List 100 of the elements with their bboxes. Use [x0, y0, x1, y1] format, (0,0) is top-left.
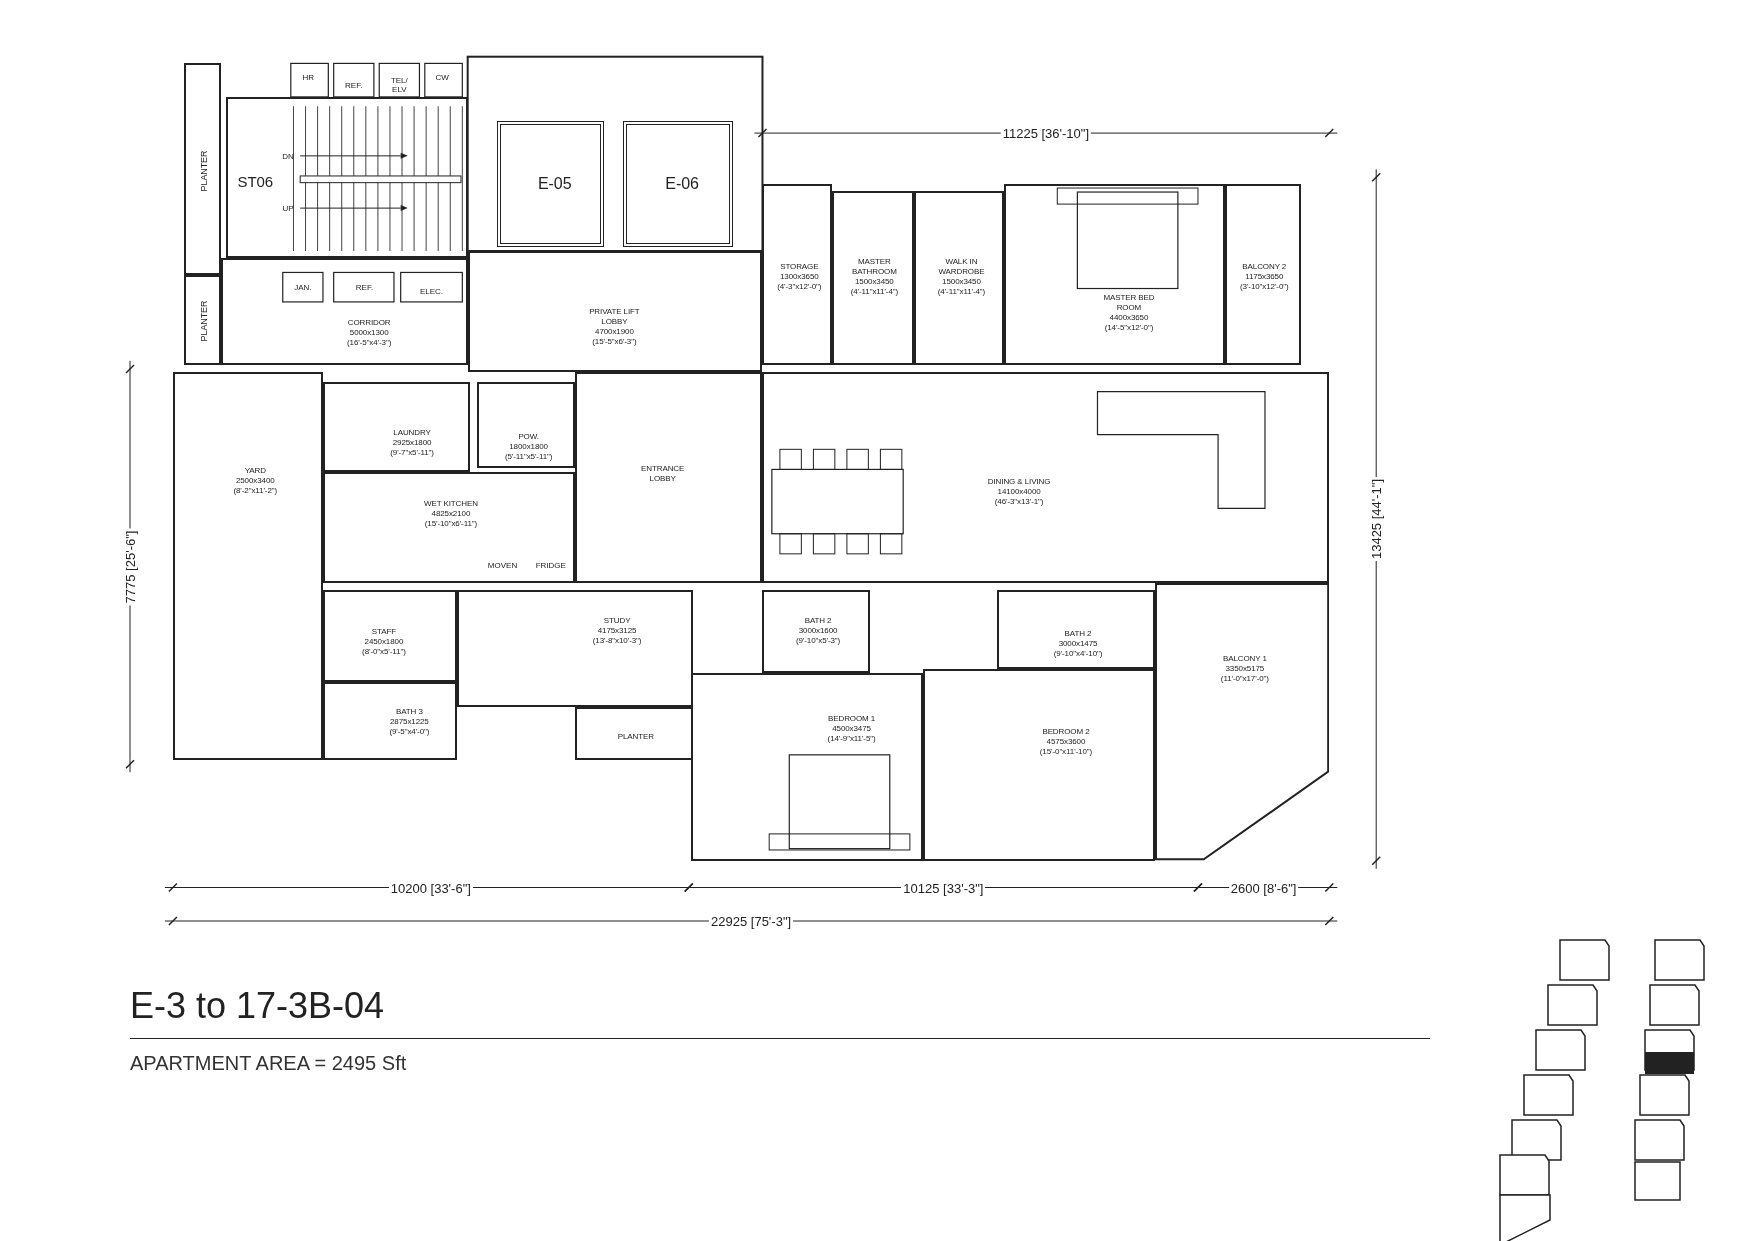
cupboard-label: JAN. [294, 282, 312, 292]
room-size-imperial: (5'-11"x5'-11") [504, 452, 553, 463]
room-size: 3000x1600 [797, 625, 839, 636]
room-size-imperial: (14'-9"x11'-5") [827, 733, 876, 744]
room-size-imperial: (15'-5"x6'-3") [591, 336, 638, 347]
room-name: POW. [517, 432, 540, 443]
planter-bed [183, 63, 222, 276]
room-name: ST06 [237, 172, 273, 190]
room-size-imperial: (4'-11"x11'-4") [849, 287, 900, 298]
plan-title: E-3 to 17-3B-04 [130, 985, 385, 1027]
room-name: BATH 3 [394, 707, 424, 717]
room-size: 2925x1800 [391, 438, 433, 449]
room-size: 3350x5175 [1224, 664, 1266, 675]
direction-label: DN [282, 151, 294, 161]
room-outline [322, 590, 457, 683]
lift-shaft [623, 121, 733, 247]
room-size: 1500x3450 [854, 277, 895, 288]
room-size: 2500x3400 [234, 475, 276, 486]
room-outline [762, 590, 870, 674]
room-size-imperial: (14'-5"x12'-0") [1103, 323, 1155, 334]
room-name: STUDY [602, 615, 632, 626]
room-outline [322, 472, 575, 584]
room-size: 3000x1475 [1057, 639, 1099, 650]
room-outline [322, 382, 471, 473]
room-size-imperial: (15'-10"x6'-11") [423, 519, 478, 530]
room-outline [762, 184, 833, 365]
room-size: 4700x1900 [594, 326, 635, 337]
cupboard-label: ELEC. [419, 286, 444, 296]
room-name: CORRIDOR [347, 318, 392, 329]
room-outline [923, 669, 1156, 861]
room-name: ENTRANCE LOBBY [640, 464, 686, 485]
room-size: 1300x3650 [778, 272, 820, 283]
room-name: WALK IN WARDROBE [937, 257, 986, 278]
room-size: 4575x3600 [1045, 737, 1087, 748]
room-size-imperial: (15'-0"x11'-10") [1039, 747, 1093, 758]
planter-bed [574, 706, 693, 761]
room-name: PLANTER [199, 150, 210, 192]
room-name: PLANTER [617, 731, 654, 742]
area-caption: APARTMENT AREA = 2495 Sft [130, 1052, 407, 1075]
room-size-imperial: (4'-3"x12'-0") [777, 282, 822, 293]
room-name: BEDROOM 2 [1041, 727, 1091, 738]
balcony-outline [1155, 583, 1330, 861]
room-name: MASTER BATHROOM [850, 257, 898, 278]
room-outline [467, 251, 763, 372]
room-size-imperial: (16'-5"x4'-3") [347, 338, 392, 349]
room-size: 4400x3650 [1108, 313, 1150, 324]
room-size: 2450x1800 [363, 636, 405, 647]
room-outline [762, 371, 1330, 584]
room-name: BALCONY 1 [1221, 654, 1268, 665]
room-outline [832, 190, 914, 365]
cupboard-label: REF. [355, 282, 374, 292]
room-size-imperial: (9'-10"x4'-10") [1053, 649, 1103, 660]
cupboard-label: MOVEN [487, 560, 518, 570]
room-size-imperial: (46'-3"x13'-1") [993, 496, 1045, 507]
room-size-imperial: (3'-10"x12'-0") [1240, 282, 1289, 293]
cupboard-label: TEL/ ELV [390, 75, 409, 94]
room-name: PLANTER [199, 300, 210, 342]
room-name: PRIVATE LIFT LOBBY [588, 306, 641, 327]
direction-label: UP [282, 203, 294, 213]
room-size: 4500x3475 [831, 723, 872, 734]
room-size-imperial: (9'-10"x5'-3") [795, 635, 841, 646]
room-size: 4175x3125 [596, 625, 638, 636]
cupboard-label: REF. [345, 80, 363, 90]
room-size-imperial: (8'-0"x5'-11") [362, 646, 406, 657]
room-name: BEDROOM 1 [827, 713, 876, 724]
room-size: 5000x1300 [348, 328, 390, 339]
room-outline [996, 590, 1156, 670]
cupboard-label: FRIDGE [535, 560, 566, 570]
room-name: BATH 2 [803, 615, 833, 626]
room-outline [691, 673, 924, 861]
room-outline [574, 371, 763, 584]
room-size: 1800x1800 [508, 442, 549, 453]
room-outline [913, 190, 1004, 365]
room-name: BALCONY 2 [1241, 262, 1288, 273]
room-size: 4825x2100 [430, 509, 472, 520]
room-name: E-06 [665, 174, 699, 193]
room-size-imperial: (13'-8"x10'-3") [592, 635, 642, 646]
room-outline [1003, 184, 1225, 365]
room-name: E-05 [538, 174, 572, 193]
room-size: 14100x4000 [996, 486, 1042, 497]
room-outline [477, 382, 575, 469]
room-size-imperial: (9'-5"x4'-0") [389, 727, 430, 737]
room-outline [322, 682, 457, 761]
room-name: DINING & LIVING [987, 476, 1051, 487]
room-name: WET KITCHEN [423, 499, 478, 510]
room-size: 1175x3650 [1244, 272, 1285, 283]
room-size: 2875x1225 [389, 717, 430, 727]
cupboard-label: HR [302, 72, 314, 82]
room-size-imperial: (4'-11"x11'-4") [936, 287, 987, 298]
lift-shaft [497, 121, 605, 247]
room-name: LAUNDRY [392, 428, 432, 439]
room-name: YARD [243, 465, 267, 476]
room-name: MASTER BED ROOM [1102, 293, 1156, 314]
room-size-imperial: (9'-7"x5'-11") [390, 448, 434, 459]
room-outline [221, 257, 468, 365]
room-name: STAFF [370, 626, 398, 637]
room-size: 1500x3450 [941, 277, 982, 288]
room-outline [1224, 184, 1302, 365]
room-size-imperial: (11'-0"x17'-0") [1220, 674, 1269, 685]
room-outline [172, 371, 323, 761]
